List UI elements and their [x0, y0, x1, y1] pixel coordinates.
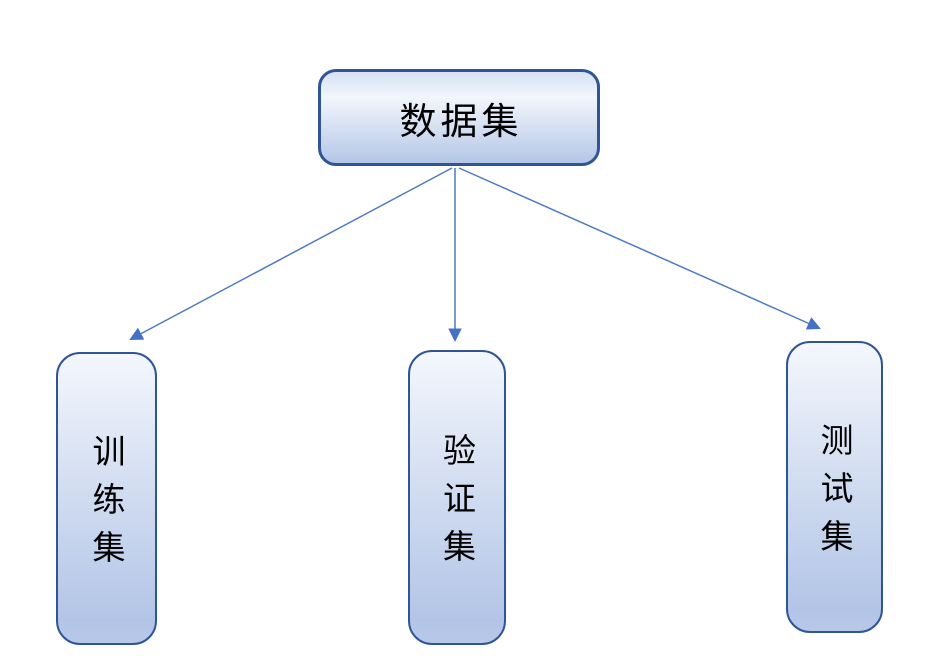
node-dataset-label: 数据集: [399, 100, 523, 142]
node-validation-set-label: 验证集: [438, 433, 476, 577]
node-validation-set: 验证集: [408, 350, 506, 645]
node-dataset: 数据集: [318, 69, 600, 166]
arrow-dataset-to-training-set: [129, 167, 453, 340]
arrow-dataset-to-test-set: [458, 167, 821, 330]
node-training-set-label: 训练集: [88, 434, 125, 578]
node-test-set: 测试集: [786, 341, 883, 633]
node-test-set-label: 测试集: [816, 422, 853, 567]
node-training-set: 训练集: [56, 352, 157, 645]
